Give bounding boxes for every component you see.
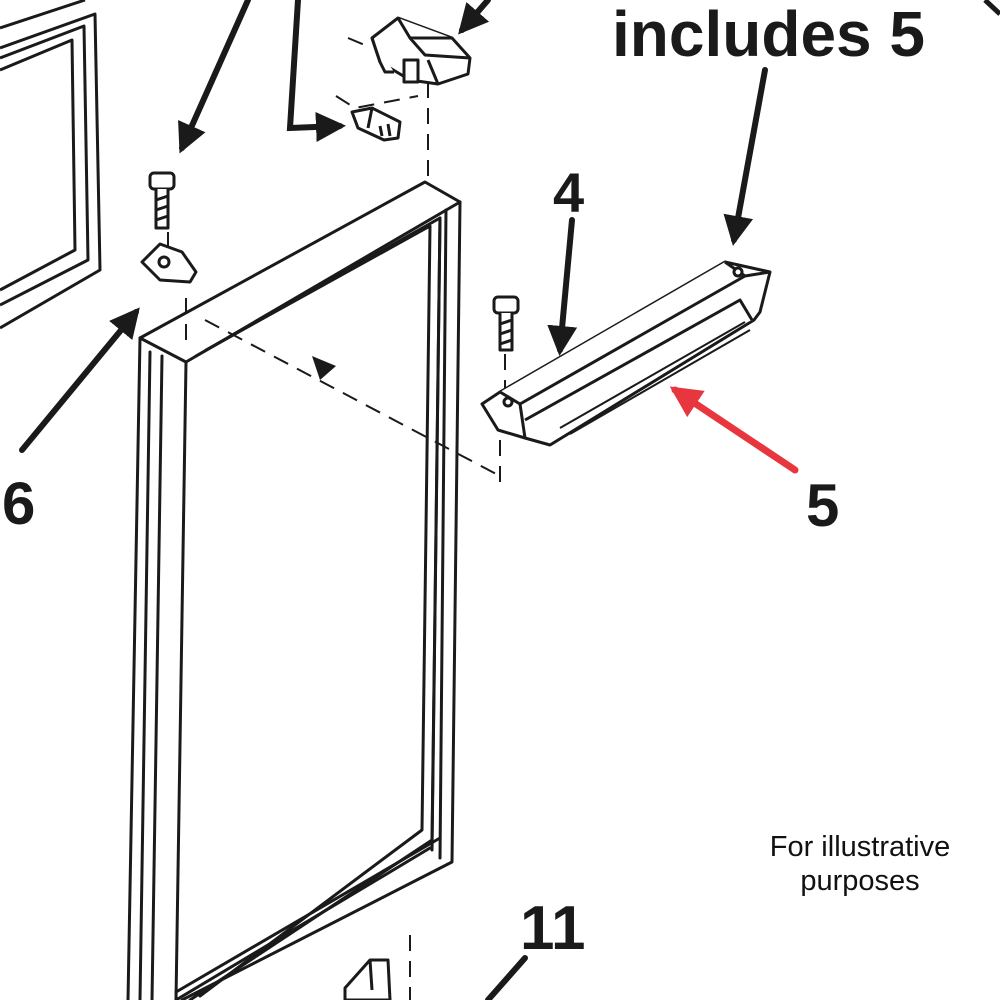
main-door-frame	[126, 180, 462, 1000]
hinge-screw	[350, 106, 402, 142]
left-screw	[148, 171, 176, 230]
part-number-5: 5	[806, 472, 840, 539]
includes-label: includes 5	[612, 0, 925, 70]
highlight-arrow	[669, 386, 799, 474]
note-line-1: For illustrative	[769, 831, 951, 863]
illustrative-note: For illustrative purposes	[740, 830, 980, 898]
assembly-axis-lines	[167, 37, 506, 1000]
handle-screw	[492, 295, 520, 352]
part-number-6: 6	[2, 470, 36, 537]
note-line-2: purposes	[800, 865, 920, 898]
corner-arrow-stub	[983, 0, 1000, 16]
direction-arrowhead	[312, 356, 336, 380]
part-number-11: 11	[520, 894, 586, 963]
hinge-bushing	[140, 242, 198, 284]
door-handle	[480, 260, 772, 447]
upper-door-frame	[0, 0, 102, 330]
part-number-4: 4	[553, 161, 585, 224]
bottom-hinge	[343, 958, 392, 1000]
leader-arrows	[19, 0, 768, 1000]
top-hinge	[370, 16, 472, 86]
